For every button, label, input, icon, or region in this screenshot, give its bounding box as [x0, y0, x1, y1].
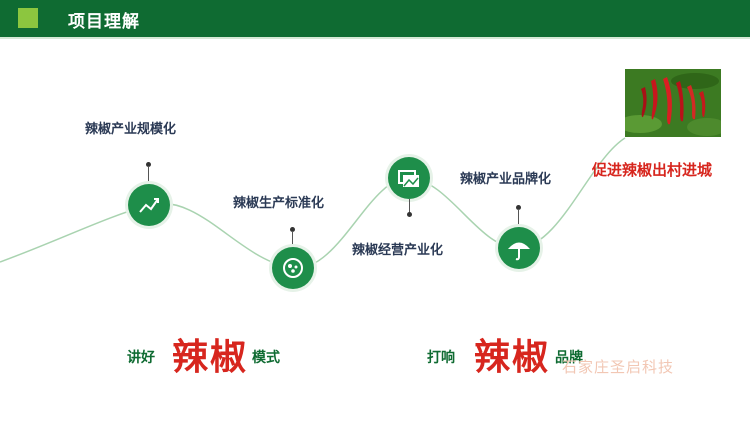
- slogan-main: 辣椒: [172, 328, 248, 380]
- red-chili-peppers-photo: [625, 69, 721, 137]
- step-pin-line: [292, 231, 293, 247]
- step-pin-line: [518, 209, 519, 227]
- goal-label: 促进辣椒出村进城: [592, 159, 712, 180]
- plant-badge-icon: [272, 247, 314, 289]
- trend-chart-icon: [128, 184, 170, 226]
- step-label-operation: 辣椒经营产业化: [352, 239, 443, 258]
- step-label-brand: 辣椒产业品牌化: [460, 168, 551, 187]
- step-pin-line: [409, 199, 410, 213]
- slogan-prefix: 打响: [427, 347, 455, 367]
- image-gallery-icon: [388, 157, 430, 199]
- step-label-scale: 辣椒产业规模化: [85, 118, 176, 137]
- step-pin-dot: [407, 212, 412, 217]
- chili-image: [625, 69, 721, 137]
- step-node-scale: [128, 184, 170, 226]
- step-node-operation: [388, 157, 430, 199]
- slogan-suffix: 模式: [252, 347, 280, 367]
- slogan-prefix: 讲好: [127, 347, 155, 367]
- step-pin-line: [148, 166, 149, 184]
- watermark-text: 石家庄圣启科技: [562, 356, 674, 377]
- umbrella-icon: [498, 227, 540, 269]
- step-node-brand: [498, 227, 540, 269]
- slogan-main: 辣椒: [474, 328, 550, 380]
- step-label-standard: 辣椒生产标准化: [233, 192, 324, 211]
- step-node-standard: [272, 247, 314, 289]
